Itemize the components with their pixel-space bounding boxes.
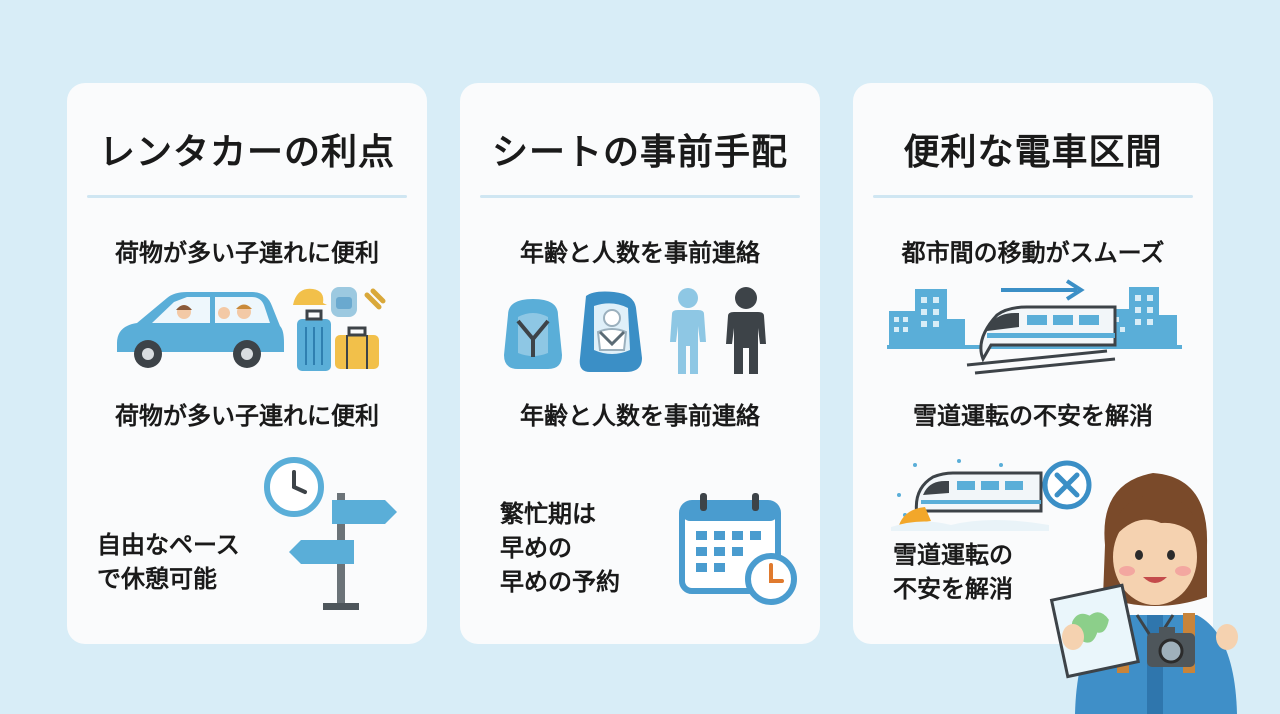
person-icon xyxy=(670,287,766,374)
card-text-2: 荷物が多い子連れに便利 xyxy=(115,402,379,430)
arrow-right-icon xyxy=(1001,279,1085,301)
card-text-2: 年齢と人数を事前連絡 xyxy=(520,402,760,430)
divider xyxy=(87,195,407,198)
card-text-1: 年齢と人数を事前連絡 xyxy=(520,239,760,267)
train-city-icon xyxy=(887,287,1182,375)
traveler-woman-icon xyxy=(1049,473,1238,714)
child-seat-icon xyxy=(579,291,642,372)
card-title: シートの事前手配 xyxy=(491,132,788,173)
clock-icon xyxy=(264,457,324,517)
card-text-1: 荷物が多い子連れに便利 xyxy=(115,239,379,267)
cross-circle-icon xyxy=(1042,460,1092,510)
card-text-3: 雪道運転の 不安を解消 xyxy=(893,541,1013,603)
car-seat-icon xyxy=(504,299,562,369)
card-rental-car: レンタカーの利点 荷物が多い子連れに便利 荷物が多い子連れに便利 xyxy=(67,83,427,644)
divider xyxy=(873,195,1193,198)
card-child-seat: シートの事前手配 年齢と人数を事前連絡 年齢と人数を事前連絡 繁忙期は 早めの … xyxy=(460,83,820,644)
card-text-3: 自由なペース で休憩可能 xyxy=(97,531,240,593)
calendar-icon xyxy=(679,493,797,605)
luggage-icon xyxy=(293,287,386,371)
signpost-icon xyxy=(289,493,397,610)
card-text-1: 都市間の移動がスムーズ xyxy=(901,239,1165,267)
divider xyxy=(480,195,800,198)
card-title: レンタカーの利点 xyxy=(98,132,395,173)
card-text-3: 繁忙期は 早めの 早めの予約 xyxy=(500,500,620,596)
snow-train-icon xyxy=(891,459,1049,531)
card-title: 便利な電車区間 xyxy=(903,132,1163,173)
car-family-icon xyxy=(117,292,284,368)
card-text-2: 雪道運転の不安を解消 xyxy=(913,402,1153,430)
